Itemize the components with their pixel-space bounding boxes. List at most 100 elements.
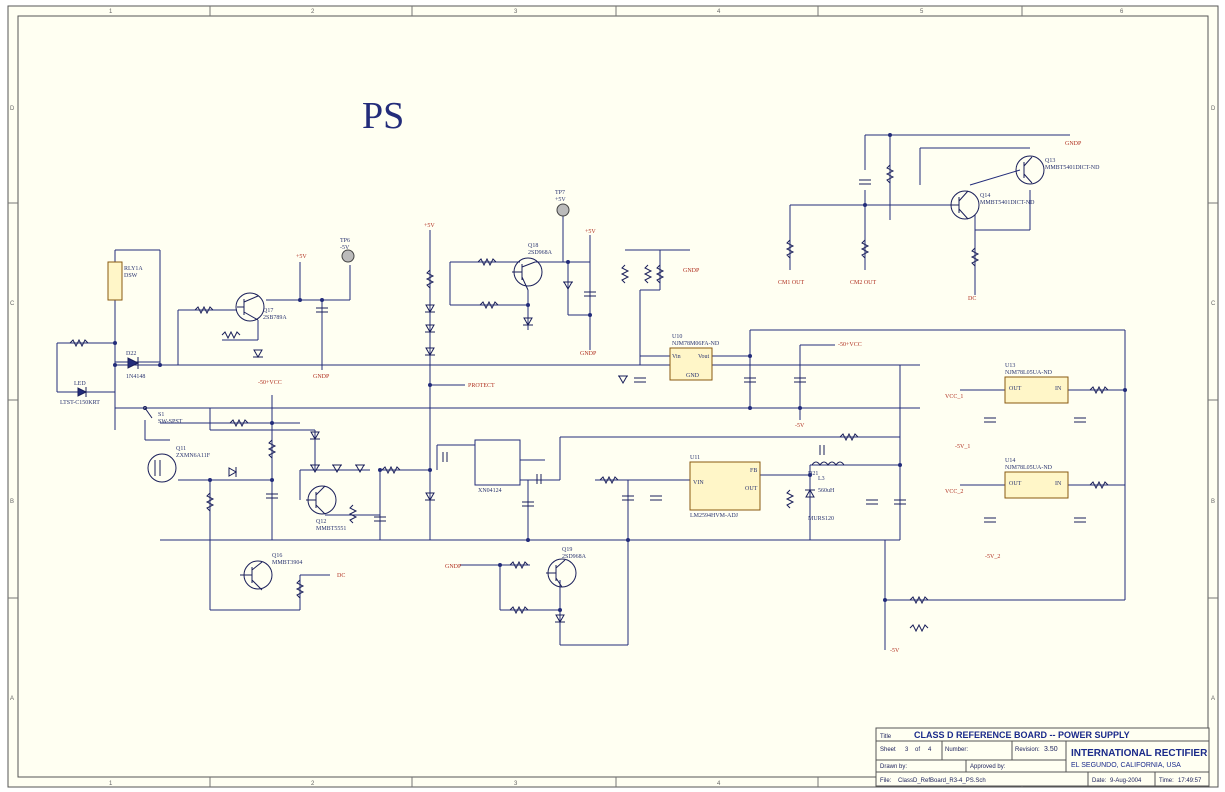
net-protect: PROTECT: [468, 383, 495, 389]
tb-revision-label: Revision:: [1015, 747, 1040, 753]
q12-value: MMBT5551: [316, 526, 346, 532]
row-label-b-right: B: [1211, 499, 1215, 505]
tb-location: EL SEGUNDO, CALIFORNIA, USA: [1071, 762, 1181, 769]
net-cm1: CM1 OUT: [778, 280, 805, 286]
net-vcc-a: -50+VCC: [258, 380, 282, 386]
tb-company: INTERNATIONAL RECTIFIER: [1071, 748, 1208, 759]
ic-u10: [669, 347, 713, 381]
q14-ref: Q14: [980, 193, 990, 199]
tb-title-label: Title: [880, 734, 892, 740]
s1-value: SW-SPST: [158, 419, 183, 425]
q16-ref: Q16: [272, 553, 282, 559]
s1-ref: S1: [158, 412, 164, 418]
d22-ref: D22: [126, 351, 136, 357]
tb-drawn-label: Drawn by:: [880, 764, 907, 770]
q11-value: ZXMN6A11F: [176, 453, 211, 459]
net-gndp-c: GNDP: [683, 268, 700, 274]
row-label-a: A: [10, 696, 14, 702]
tp7-ref: TP7: [555, 190, 565, 196]
tb-number-label: Number:: [945, 747, 968, 753]
ic-u14: [1004, 471, 1069, 499]
tb-sheet-label: Sheet: [880, 747, 896, 753]
ic-u12: [474, 439, 521, 486]
col-label-1-bottom: 1: [109, 781, 113, 787]
d21-value: MURS120: [808, 516, 834, 522]
tb-file: ClassD_RefBoard_R3-4_PS.Sch: [898, 778, 986, 784]
net-vcc-b: -50+VCC: [838, 342, 862, 348]
net-dc-b: DC: [337, 573, 345, 579]
net-plus5v-c: +5V: [296, 254, 307, 260]
col-label-4: 4: [717, 9, 721, 15]
net-m5v-b: -5V: [890, 648, 900, 654]
tp6-value: -5V: [340, 245, 350, 251]
u14-ref: U14: [1005, 458, 1015, 464]
col-label-3: 3: [514, 9, 518, 15]
q18-value: 2SD968A: [528, 250, 553, 256]
q18-ref: Q18: [528, 243, 538, 249]
ic-u13: [1004, 376, 1069, 404]
q11-ref: Q11: [176, 446, 186, 452]
switch-s1: [143, 406, 153, 419]
rly1a-ref: RLY1A: [124, 266, 143, 272]
sheet-title: PS: [362, 95, 404, 137]
u10-ref: U10: [672, 334, 682, 340]
row-label-a-right: A: [1211, 696, 1215, 702]
net-gndp-d: GNDP: [1065, 141, 1082, 147]
transistors: [147, 155, 1045, 591]
tb-date: 9-Aug-2004: [1110, 778, 1142, 784]
net-dc-a: DC: [968, 296, 976, 302]
u14-in: IN: [1055, 481, 1062, 487]
relay-coil-rly1a: [107, 261, 123, 301]
resistors: [69, 164, 1109, 633]
capacitors: [266, 179, 1086, 523]
u13-in: IN: [1055, 386, 1062, 392]
col-label-5: 5: [920, 9, 924, 15]
rly1a-value: DSW: [124, 273, 138, 279]
net-cm2: CM2 OUT: [850, 280, 877, 286]
u10-vin: Vin: [672, 354, 681, 360]
net-gndp-a: GNDP: [313, 374, 330, 380]
row-label-c-right: C: [1211, 301, 1216, 307]
zener-diodes: [228, 281, 815, 624]
led-value: LTST-C150KRT: [60, 400, 100, 406]
test-points: [341, 203, 570, 263]
net-m5v1: -5V_1: [955, 444, 970, 450]
tb-time-label: Time:: [1159, 778, 1174, 784]
u10-gnd: GND: [686, 373, 700, 379]
col-label-1: 1: [109, 9, 113, 15]
inductor-l3: [811, 461, 845, 466]
u13-ref: U13: [1005, 363, 1015, 369]
net-m5v-a: -5V: [795, 423, 805, 429]
q13-value: MMBT5401DICT-ND: [1045, 165, 1100, 171]
junctions: [113, 133, 1127, 612]
net-vcc1: VCC_1: [945, 394, 963, 400]
tb-time: 17:49:57: [1178, 778, 1202, 784]
q17-value: 2SB789A: [263, 315, 287, 321]
q12-ref: Q12: [316, 519, 326, 525]
u13-out: OUT: [1009, 386, 1022, 392]
col-label-3-bottom: 3: [514, 781, 518, 787]
q19-ref: Q19: [562, 547, 572, 553]
u12-value: XN04124: [478, 488, 502, 494]
tb-file-label: File:: [880, 778, 892, 784]
u14-value: NJM78L05UA-ND: [1005, 465, 1053, 471]
col-label-2: 2: [311, 9, 315, 15]
u10-value: NJM78M06FA-ND: [672, 341, 720, 347]
row-label-d: D: [10, 106, 15, 112]
q14-value: MMBT5401DICT-ND: [980, 200, 1035, 206]
tb-revision: 3.50: [1044, 746, 1058, 753]
tb-approved-label: Approved by:: [970, 764, 1006, 770]
title-block: [875, 727, 1210, 787]
u14-out: OUT: [1009, 481, 1022, 487]
net-plus5v-b: +5V: [585, 229, 596, 235]
tp6-ref: TP6: [340, 238, 350, 244]
tb-date-label: Date:: [1092, 778, 1107, 784]
u13-value: NJM78L05UA-ND: [1005, 370, 1053, 376]
led-indicator: [77, 387, 88, 397]
u11-vin: VIN: [693, 480, 704, 486]
u11-out: OUT: [745, 486, 758, 492]
q17-ref: Q17: [263, 308, 273, 314]
net-vcc2: VCC_2: [945, 489, 963, 495]
l3-value: 560uH: [818, 488, 835, 494]
led-ref: LED: [74, 381, 86, 387]
